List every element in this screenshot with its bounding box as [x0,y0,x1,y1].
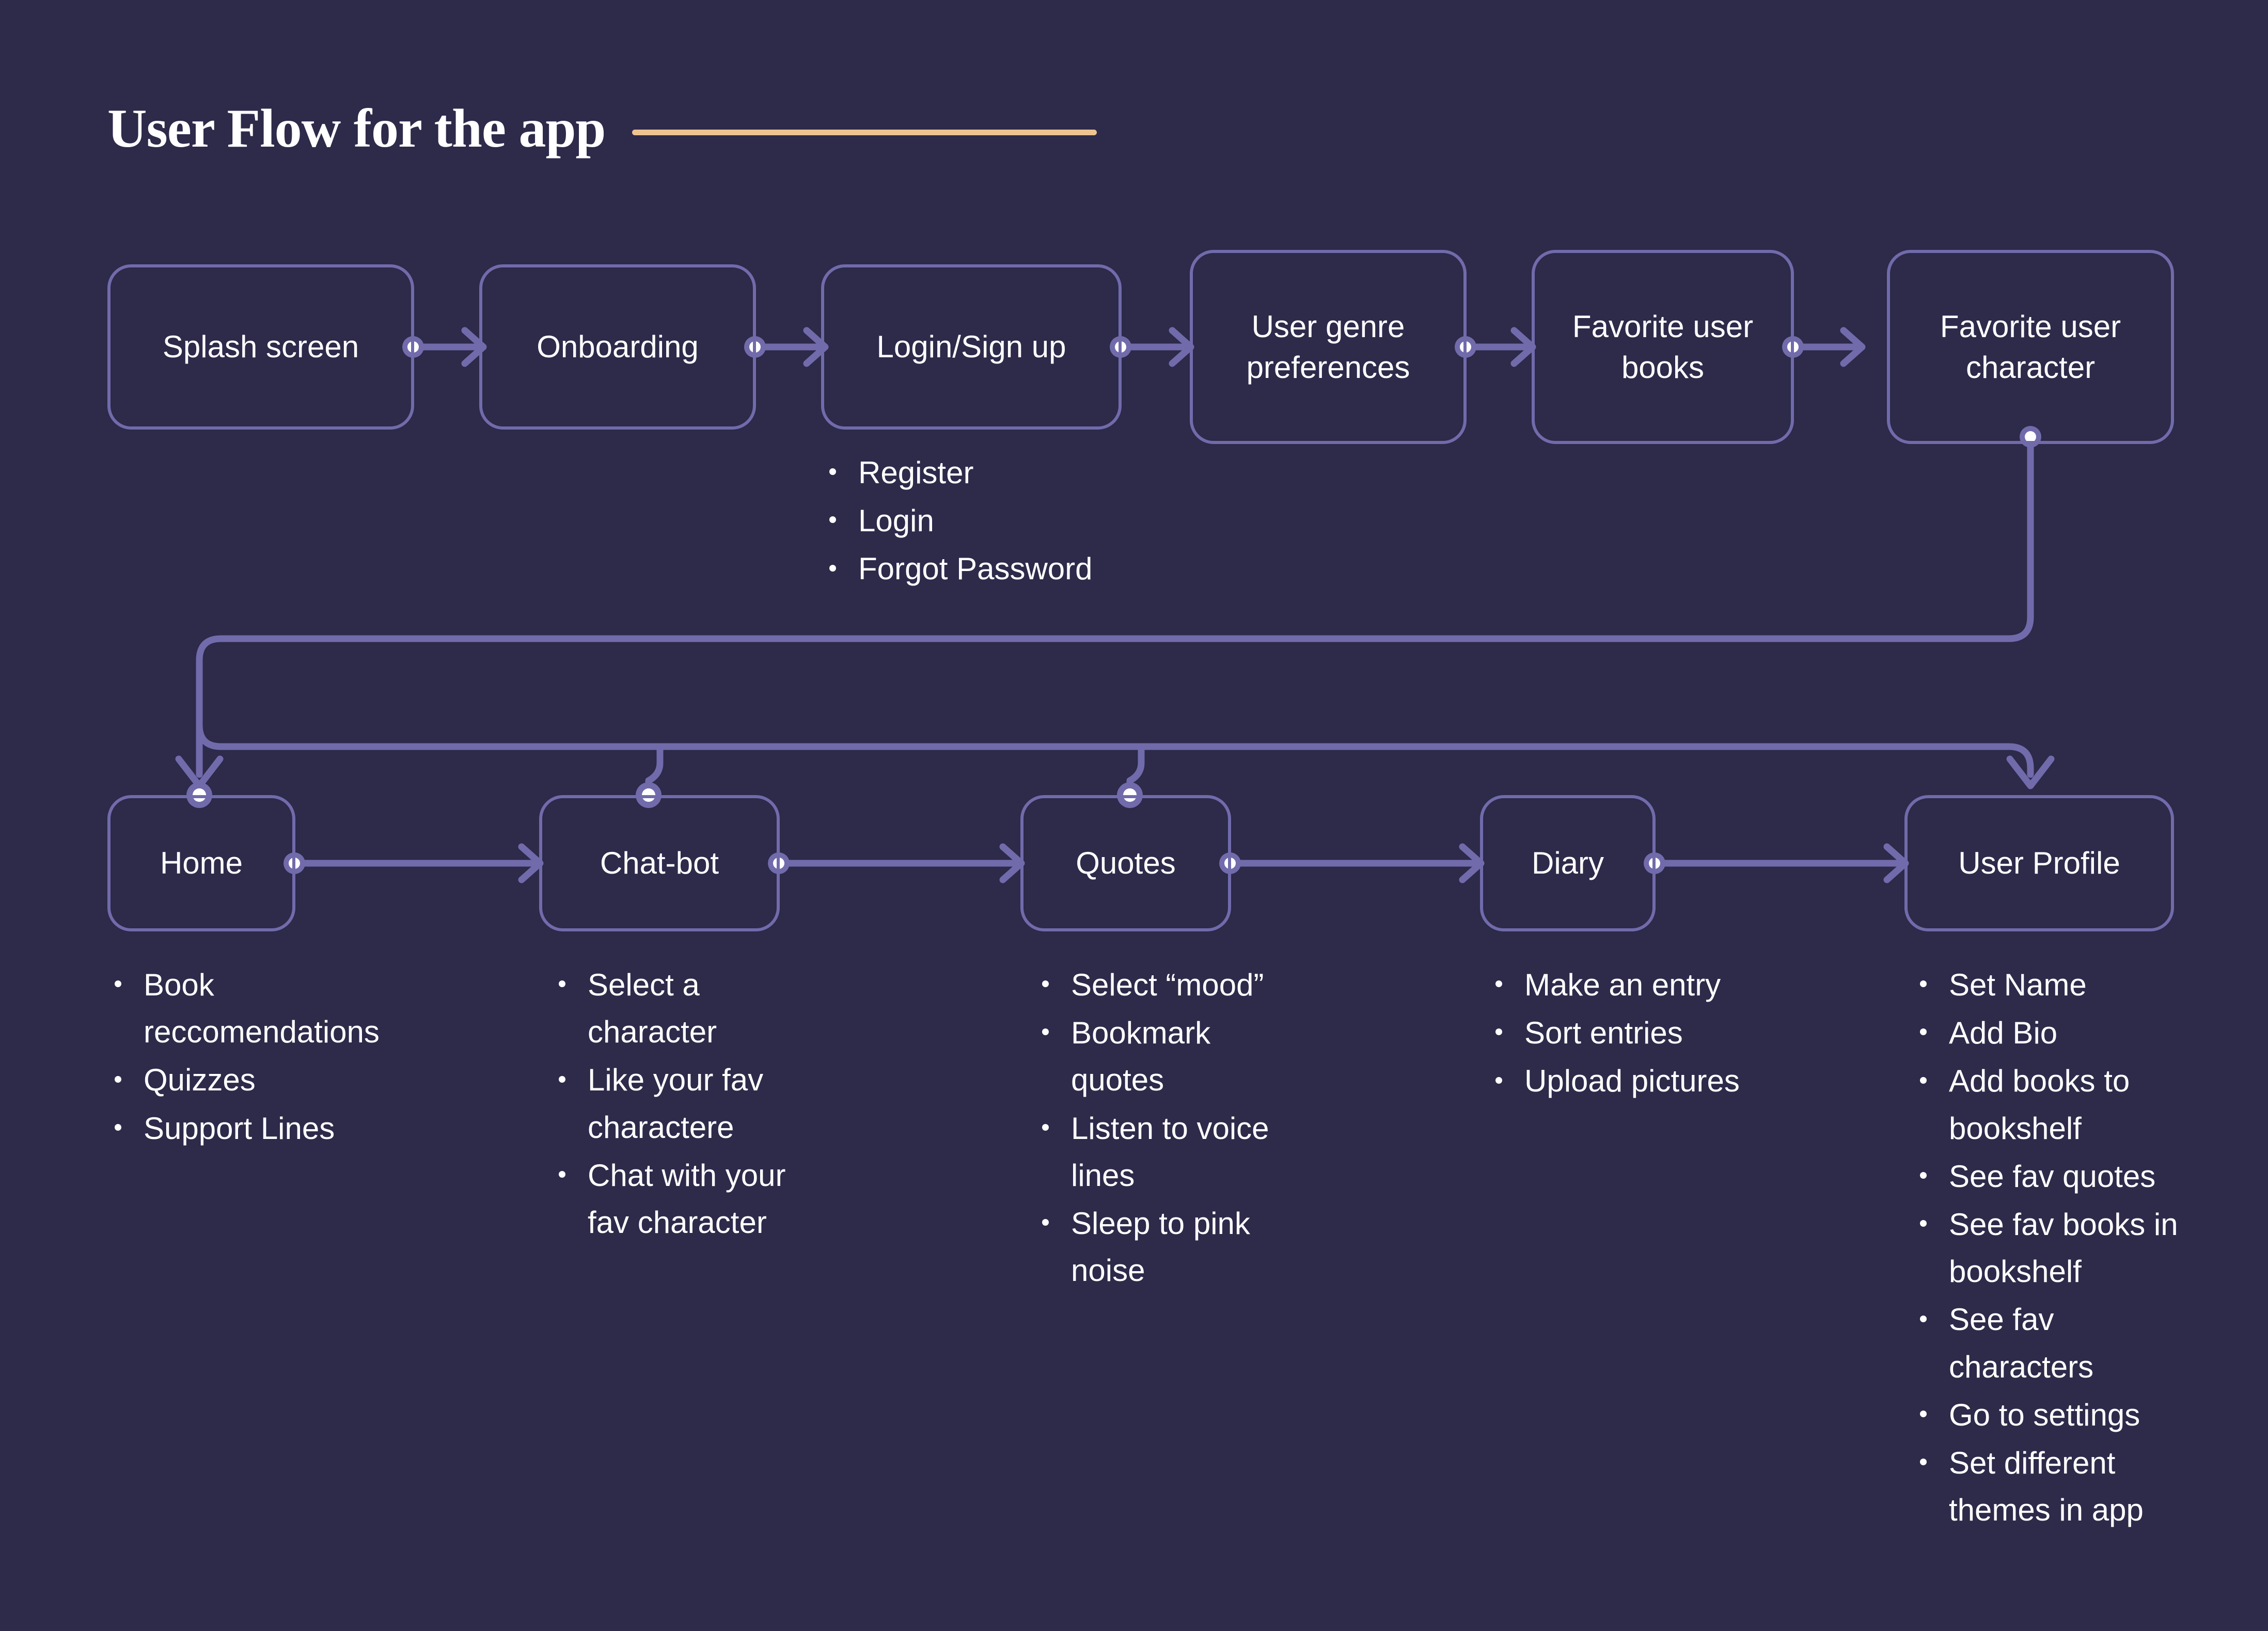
flow-node-login-signup[interactable]: Login/Sign up [821,264,1122,430]
flow-node-label: Quotes [1076,846,1176,881]
flow-node-label: Favorite user books [1572,309,1754,385]
page-header: User Flow for the app [107,101,1097,156]
flow-node-label: Home [160,846,243,881]
list-item: Book reccomendations [112,961,442,1055]
flow-node-onboarding[interactable]: Onboarding [479,264,756,430]
list-item: Quizzes [112,1056,442,1103]
list-item: Add Bio [1917,1009,2185,1056]
list-item: Forgot Password [826,545,1219,592]
list-item: Login [826,497,1219,544]
flow-node-user-profile[interactable]: User Profile [1904,795,2174,931]
flow-node-label: Splash screen [162,329,359,365]
list-item: Bookmark quotes [1039,1009,1297,1103]
list-item: Sleep to pink noise [1039,1200,1297,1294]
flow-node-label: User Profile [1958,846,2120,881]
list-item: Make an entry [1492,961,1823,1008]
flow-node-favorite-user-books[interactable]: Favorite user books [1532,250,1794,444]
list-item: See fav books in bookshelf [1917,1201,2185,1295]
list-item: Add books to bookshelf [1917,1057,2185,1151]
list-item: Listen to voice lines [1039,1105,1297,1199]
list-item: Like your fav charactere [556,1056,824,1150]
connector-dot [186,336,2041,874]
flow-node-label: Chat-bot [600,846,719,881]
list-item: Set different themes in app [1917,1439,2185,1533]
flow-node-label: Favorite user character [1940,309,2121,385]
flow-node-home[interactable]: Home [107,795,295,931]
flow-node-label: Onboarding [537,329,699,365]
arrowhead-user-profile [2006,755,2055,789]
list-item: Go to settings [1917,1391,2185,1438]
link-character-to-second-row-bus [196,433,2034,778]
flow-node-splash-screen[interactable]: Splash screen [107,264,414,430]
list-item: Select “mood” [1039,961,1297,1008]
list-item: Register [826,449,1219,496]
flow-node-diary[interactable]: Diary [1480,795,1656,931]
branch-bus-to-quotes [1126,743,1145,799]
list-item: See fav quotes [1917,1153,2185,1200]
link-onboarding-to-login [751,327,829,367]
list-item: Upload pictures [1492,1057,1823,1104]
flow-node-user-genre-preferences[interactable]: User genre preferences [1190,250,1467,444]
link-home-to-chatbot [291,843,544,883]
link-diary-to-profile [1651,843,1909,883]
flow-node-quotes[interactable]: Quotes [1020,795,1231,931]
flow-node-favorite-user-character[interactable]: Favorite user character [1887,250,2174,444]
flow-node-label: Login/Sign up [876,329,1066,365]
flow-node-chat-bot[interactable]: Chat-bot [539,795,780,931]
list-item: Set Name [1917,961,2185,1008]
list-item: Support Lines [112,1105,442,1152]
list-item: Sort entries [1492,1009,1823,1056]
page-title: User Flow for the app [107,98,606,159]
flow-node-label: User genre preferences [1246,309,1410,385]
branch-bus-to-chat-bot [645,743,664,799]
list-item: Chat with your fav character [556,1152,824,1246]
title-accent-rule [632,129,1097,135]
list-item: Select a character [556,961,824,1055]
list-item: See fav characters [1917,1296,2185,1390]
link-splash-to-onboarding [410,327,487,367]
link-chatbot-to-quotes [775,843,1025,883]
flow-node-label: Diary [1531,846,1604,881]
link-books-to-character [1789,327,1866,367]
link-quotes-to-diary [1226,843,1485,883]
